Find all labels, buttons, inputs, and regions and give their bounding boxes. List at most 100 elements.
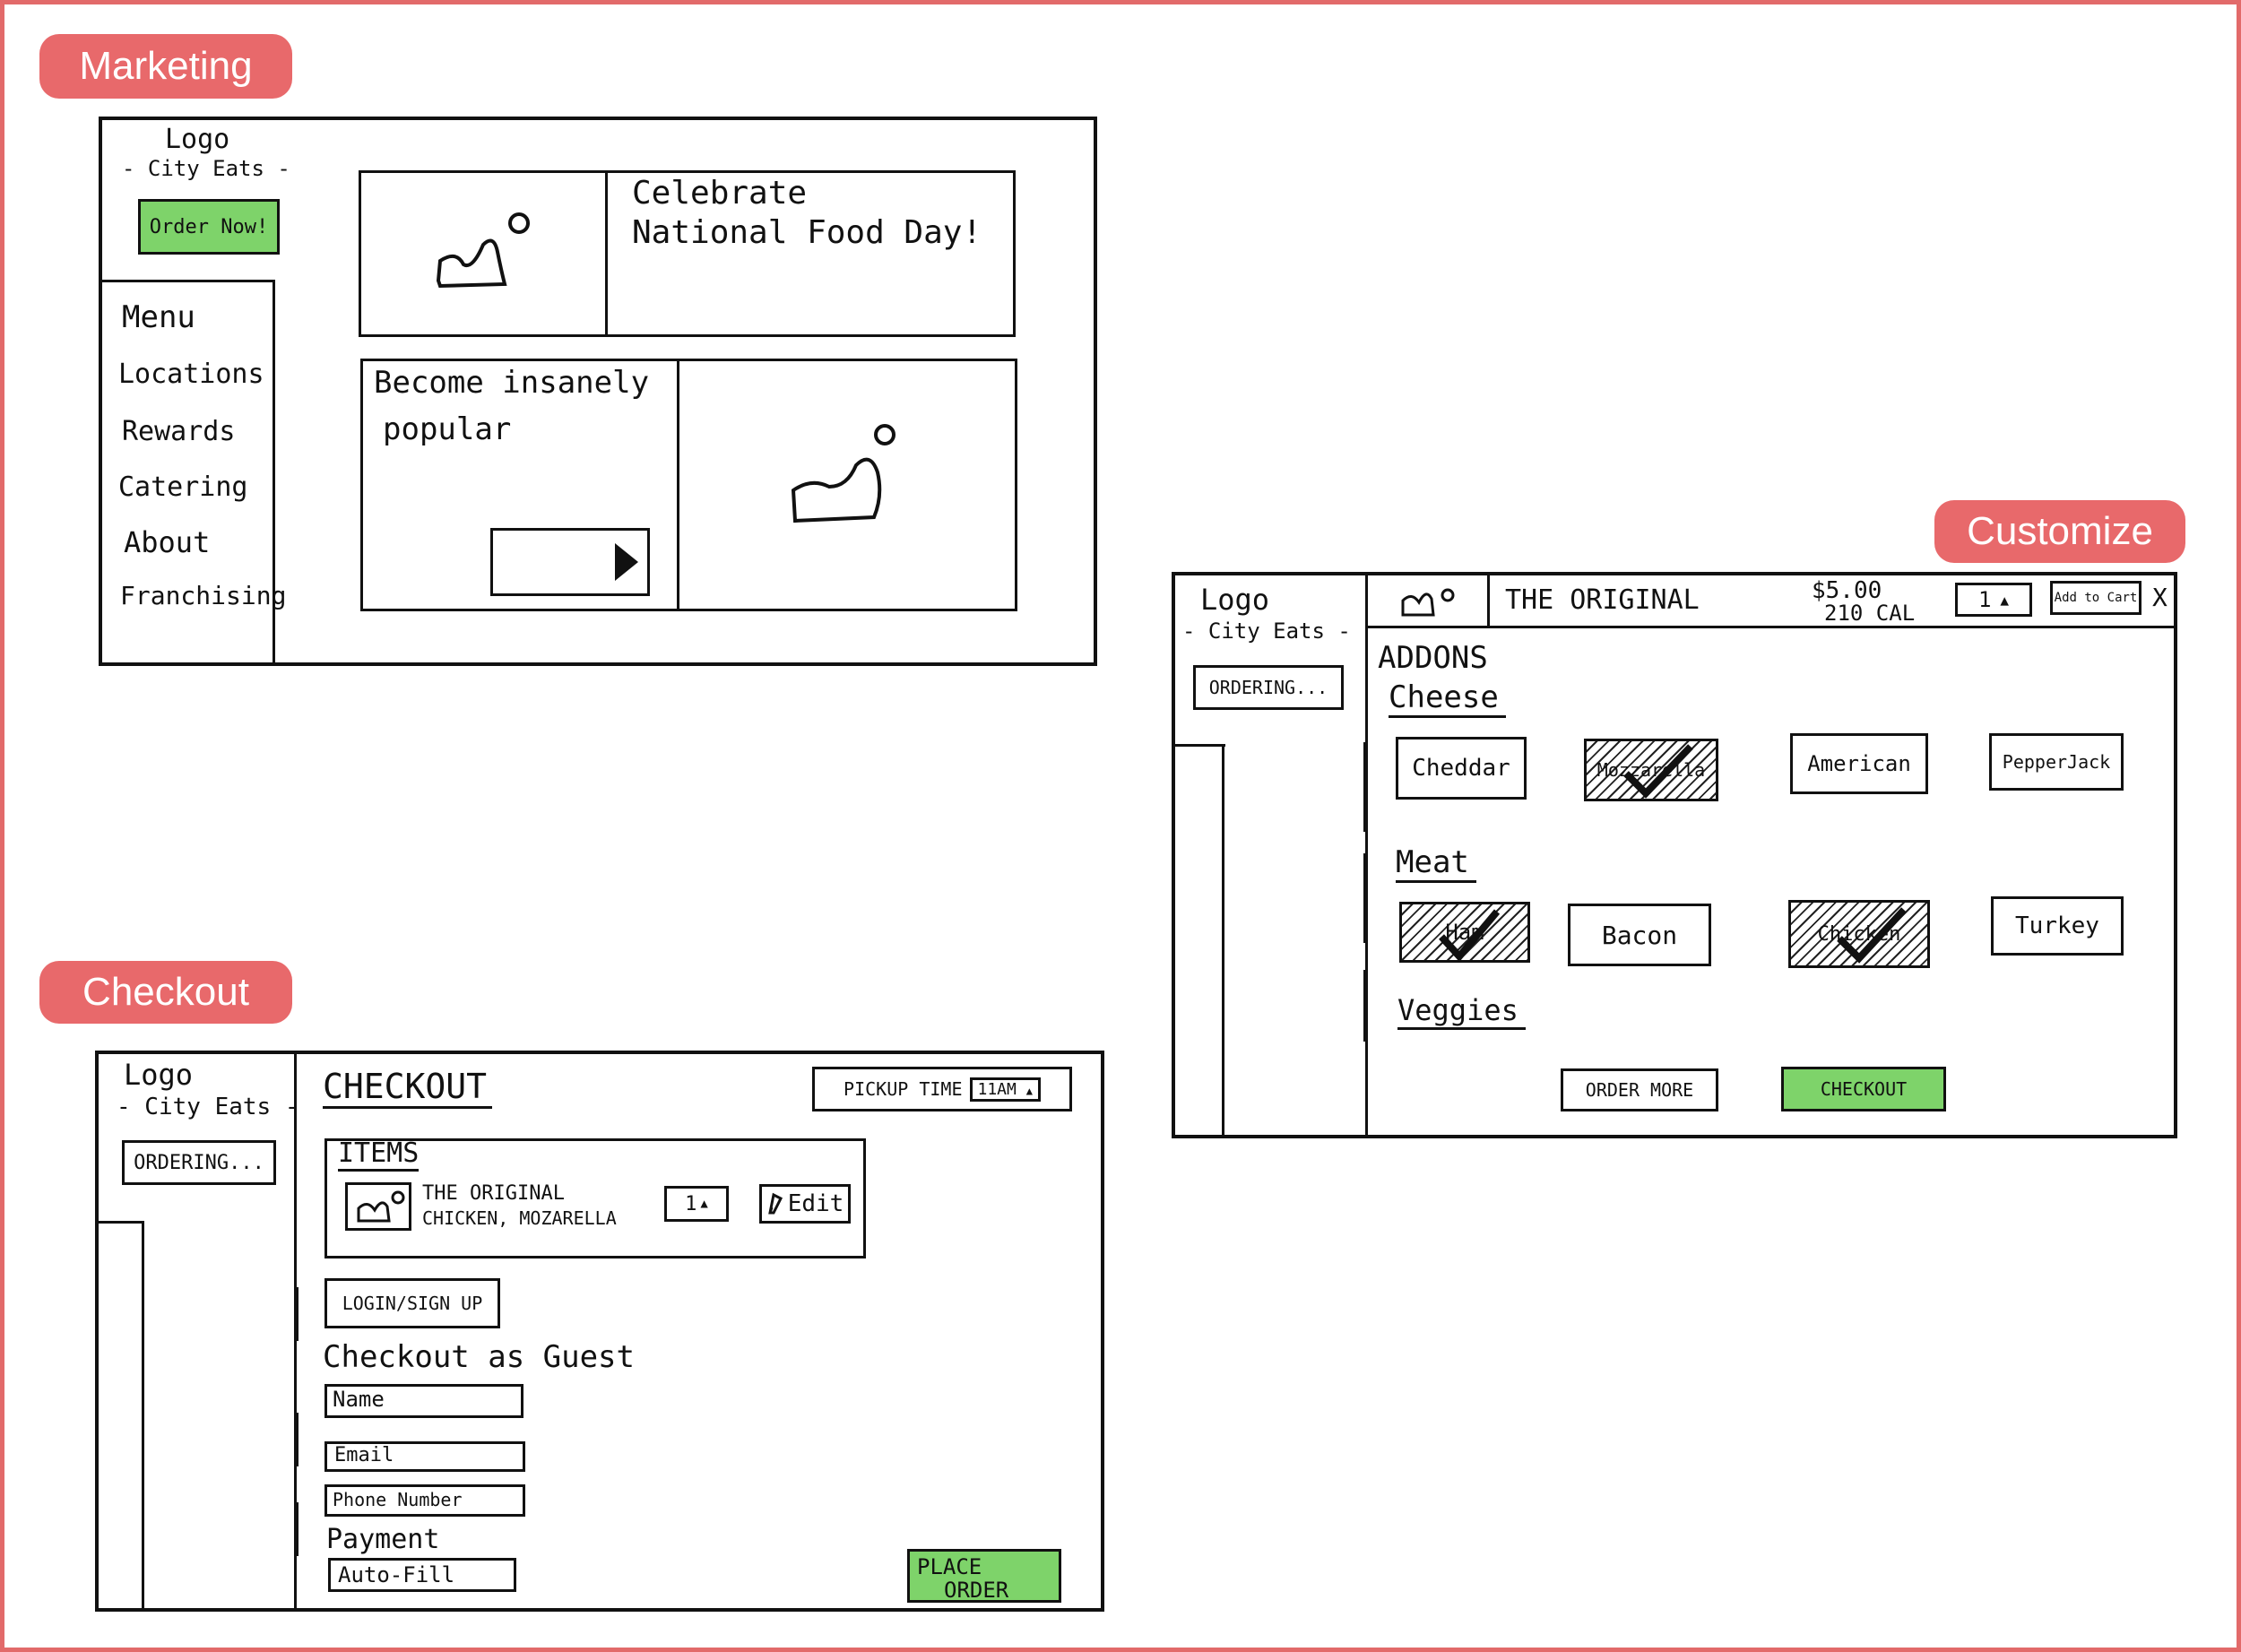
logo: Logo xyxy=(165,124,230,155)
payment-heading: Payment xyxy=(326,1524,440,1555)
hero-banner-popular[interactable]: Become insanely popular xyxy=(360,359,1017,611)
hero1-headline-line2: National Food Day! xyxy=(632,214,982,251)
edit-item-button[interactable]: Edit xyxy=(759,1184,851,1224)
payment-value: Auto-Fill xyxy=(338,1562,455,1587)
add-to-cart-button[interactable]: Add to Cart xyxy=(2050,581,2141,615)
addons-heading: ADDONS xyxy=(1378,640,1488,676)
ordering-status: ORDERING... xyxy=(1193,665,1344,710)
payment-field[interactable]: Auto-Fill xyxy=(328,1558,516,1592)
checkmark-icon xyxy=(1439,909,1501,962)
play-icon xyxy=(615,543,638,581)
checkmark-icon xyxy=(1837,907,1907,964)
meat-heading: Meat xyxy=(1396,844,1476,883)
edit-label: Edit xyxy=(787,1190,844,1217)
form-rule-2 xyxy=(296,1413,299,1466)
meat-option-turkey[interactable]: Turkey xyxy=(1991,896,2124,956)
cheese-heading: Cheese xyxy=(1389,679,1506,718)
pickup-time-value: 11AM ▲ xyxy=(969,1077,1041,1102)
cheese-option-mozzarella[interactable]: Mozzarella xyxy=(1584,739,1718,801)
marketing-wireframe: Logo - City Eats - Order Now! Menu Locat… xyxy=(99,117,1097,666)
option-label: Mozzarella xyxy=(1596,759,1706,781)
sidebar-inner-line xyxy=(1222,744,1224,1135)
customize-label: Customize xyxy=(1934,500,2185,563)
brand-name: - City Eats - xyxy=(1182,618,1351,644)
content-divider xyxy=(1365,575,1368,1138)
checkout-wireframe: Logo - City Eats - ORDERING... CHECKOUT … xyxy=(95,1051,1104,1612)
nav-franchising[interactable]: Franchising xyxy=(120,581,287,610)
items-heading: ITEMS xyxy=(338,1137,420,1172)
header-divider xyxy=(1487,575,1490,627)
sidebar-inner-line xyxy=(142,1221,144,1612)
checkout-label: Checkout xyxy=(39,961,292,1024)
form-rule-1 xyxy=(296,1287,299,1341)
email-placeholder: Email xyxy=(334,1444,394,1466)
content-divider xyxy=(294,1054,297,1610)
cheese-option-pepperjack[interactable]: PepperJack xyxy=(1989,733,2124,791)
meat-option-bacon[interactable]: Bacon xyxy=(1568,904,1711,966)
checkmark-icon xyxy=(1623,744,1693,799)
meat-option-ham[interactable]: Ham xyxy=(1399,902,1530,963)
cheese-option-american[interactable]: American xyxy=(1790,733,1928,794)
place-order-button[interactable]: PLACE ORDER xyxy=(907,1549,1061,1603)
image-placeholder-icon xyxy=(357,1190,405,1223)
items-panel: ITEMS THE ORIGINAL CHICKEN, MOZARELLA 1 … xyxy=(324,1137,866,1258)
nav-about[interactable]: About xyxy=(124,525,211,559)
hero-banner-food-day[interactable]: Celebrate National Food Day! xyxy=(359,170,1016,337)
form-rule-3 xyxy=(296,1502,299,1556)
hero1-headline-line1: Celebrate xyxy=(632,175,808,212)
name-field[interactable]: Name xyxy=(324,1384,523,1418)
pencil-icon xyxy=(767,1192,783,1215)
image-placeholder-icon xyxy=(791,424,896,523)
pickup-time-selector[interactable]: PICKUP TIME 11AM ▲ xyxy=(812,1067,1072,1111)
item-name: THE ORIGINAL xyxy=(1505,584,1700,616)
quantity-value: 1 xyxy=(685,1192,697,1215)
nav-rewards[interactable]: Rewards xyxy=(122,416,236,447)
order-now-button[interactable]: Order Now! xyxy=(138,199,280,255)
item-quantity-stepper[interactable]: 1 ▲ xyxy=(664,1186,729,1222)
sidebar-top-line xyxy=(102,280,274,282)
meat-option-chicken[interactable]: Chicken xyxy=(1788,900,1930,968)
nav-menu[interactable]: Menu xyxy=(122,299,195,335)
ordering-status: ORDERING... xyxy=(122,1140,276,1185)
item-calories: 210 CAL xyxy=(1824,601,1916,626)
phone-placeholder: Phone Number xyxy=(333,1489,463,1510)
quantity-value: 1 xyxy=(1977,587,1992,612)
name-placeholder: Name xyxy=(333,1387,385,1412)
brand-name: - City Eats - xyxy=(122,156,290,181)
sidebar-line xyxy=(99,1221,143,1224)
brand-name: - City Eats - xyxy=(117,1094,299,1120)
marketing-label: Marketing xyxy=(39,34,292,99)
quantity-stepper[interactable]: 1 ▲ xyxy=(1955,583,2032,617)
play-button[interactable] xyxy=(490,528,650,596)
cheese-option-cheddar[interactable]: Cheddar xyxy=(1396,737,1527,800)
login-signup-button[interactable]: LOGIN/SIGN UP xyxy=(324,1278,500,1328)
hero2-headline-line2: popular xyxy=(383,411,512,447)
item-name: THE ORIGINAL xyxy=(422,1182,565,1205)
sidebar-line xyxy=(1175,744,1225,747)
customize-wireframe: Logo - City Eats - ORDERING... THE ORIGI… xyxy=(1172,572,2177,1138)
pickup-label: PICKUP TIME xyxy=(844,1078,963,1100)
nav-locations[interactable]: Locations xyxy=(118,359,264,390)
close-button[interactable]: X xyxy=(2152,583,2167,612)
veggies-rule xyxy=(1363,970,1366,1042)
triangle-up-icon: ▲ xyxy=(2000,591,2010,609)
triangle-up-icon: ▲ xyxy=(700,1197,708,1211)
veggies-heading: Veggies xyxy=(1397,993,1526,1030)
phone-field[interactable]: Phone Number xyxy=(324,1484,525,1517)
item-thumbnail xyxy=(345,1182,411,1231)
checkout-button[interactable]: CHECKOUT xyxy=(1781,1067,1946,1111)
sidebar-divider xyxy=(273,280,275,665)
item-price: $5.00 xyxy=(1812,577,1882,604)
guest-checkout-heading: Checkout as Guest xyxy=(323,1339,635,1375)
logo: Logo xyxy=(124,1058,194,1092)
email-field[interactable]: Email xyxy=(324,1441,525,1472)
item-details: CHICKEN, MOZARELLA xyxy=(422,1207,617,1229)
hero1-divider xyxy=(605,173,608,337)
image-placeholder-icon xyxy=(1401,588,1455,617)
meat-rule xyxy=(1363,853,1366,943)
nav-catering[interactable]: Catering xyxy=(118,471,248,503)
hero2-headline-line1: Become insanely xyxy=(374,365,650,401)
order-more-button[interactable]: ORDER MORE xyxy=(1561,1068,1718,1111)
hero2-divider xyxy=(677,361,679,611)
place-order-line1: PLACE xyxy=(917,1554,982,1579)
